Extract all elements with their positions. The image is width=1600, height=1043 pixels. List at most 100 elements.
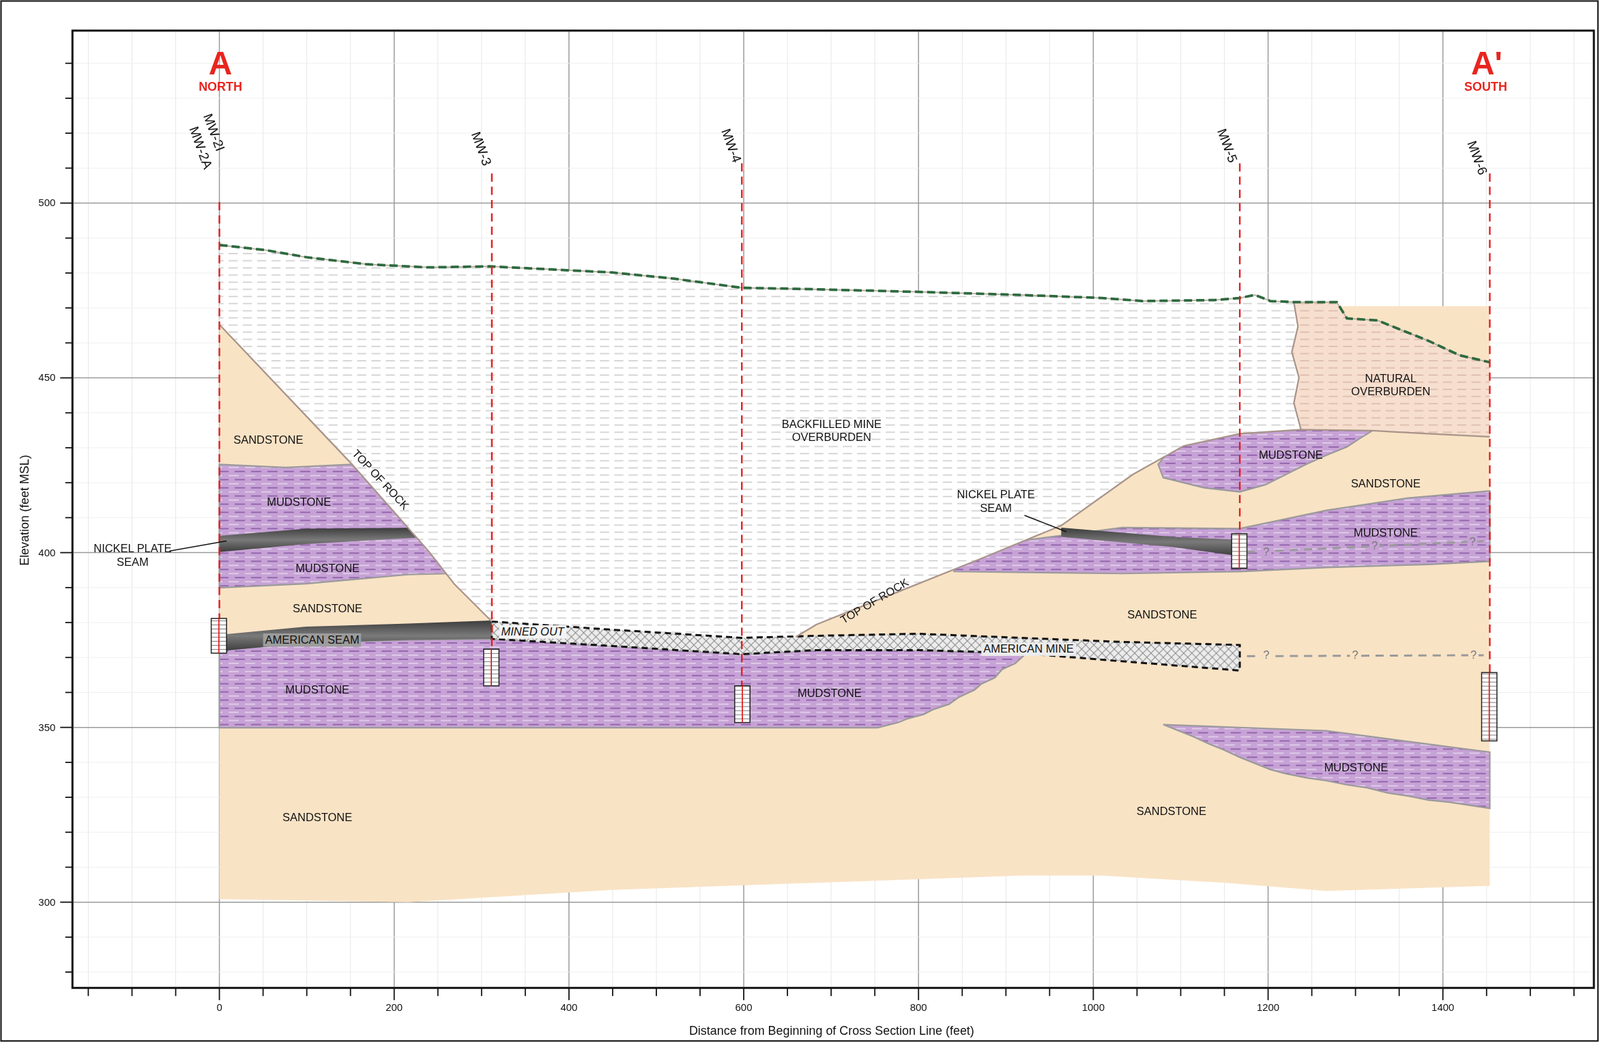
axis-tick (65, 62, 73, 65)
overburden-boundary (1291, 302, 1301, 430)
axis-tick (65, 586, 73, 589)
axis-tick (65, 936, 73, 938)
backfilled-overburden (219, 244, 1302, 638)
mudstone-unit (219, 638, 1026, 728)
axis-tick (786, 987, 789, 996)
axis-tick (481, 987, 483, 996)
axis-tick (65, 481, 73, 484)
axis-tick (1005, 987, 1007, 996)
well-screens (211, 533, 1497, 741)
axis-tick (65, 866, 73, 868)
unit-label: MUDSTONE (1258, 448, 1323, 462)
unit-label: AMERICAN SEAM (263, 633, 362, 647)
inferred-contact (1247, 540, 1491, 552)
grid-line (73, 971, 1594, 973)
axis-tick (568, 987, 570, 1000)
grid-line (73, 237, 1594, 239)
axis-tick-label: 1000 (1082, 1000, 1105, 1013)
well-id: MW-4 (717, 126, 744, 166)
mined-out-zone (491, 621, 1240, 671)
axis-tick (350, 987, 352, 996)
axis-tick (655, 987, 658, 996)
axis-tick (1048, 987, 1051, 996)
axis-tick (65, 132, 73, 134)
unit-label: MUDSTONE (295, 561, 360, 575)
grid-line (73, 167, 1594, 169)
axis-tick (60, 202, 73, 205)
axis-tick (1355, 987, 1357, 996)
axis-tick (699, 987, 701, 996)
axis-tick (1573, 987, 1575, 996)
axis-tick-label: 400 (560, 1000, 578, 1013)
axis-tick (917, 987, 920, 1000)
coal-seam (219, 620, 492, 651)
axis-tick (65, 691, 73, 694)
grid-line (73, 936, 1594, 937)
coal-seam (1060, 527, 1240, 557)
section-direction: SOUTH (1464, 80, 1508, 95)
unit-label: NICKEL PLATE SEAM (86, 541, 179, 568)
unit-label: MUDSTONE (285, 682, 350, 696)
axis-tick (961, 987, 963, 996)
screen-centerlines (219, 533, 1490, 741)
axis-tick (131, 987, 134, 996)
axis-tick (65, 796, 73, 798)
section-letter: A' (1471, 44, 1503, 82)
axis-tick-label: 1400 (1431, 1000, 1454, 1013)
mudstone-unit (1163, 724, 1491, 809)
axis-tick (65, 761, 73, 763)
axis-tick-label: 200 (385, 1000, 403, 1013)
axis-title: Distance from Beginning of Cross Section… (689, 1024, 975, 1039)
axis-tick-label: 800 (910, 1000, 928, 1013)
contact-label: TOP OF ROCK (837, 575, 911, 626)
grid-line (88, 31, 89, 986)
axis-tick (830, 987, 832, 996)
unit-label: MUDSTONE (1324, 760, 1389, 774)
coal-seam (219, 527, 434, 552)
axis-tick (65, 412, 73, 414)
unit-label: NATURAL OVERBURDEN (1342, 371, 1439, 398)
axis-tick (612, 987, 614, 996)
top-of-rock-line (796, 429, 1491, 637)
section-direction: NORTH (198, 80, 243, 95)
axis-tick-label: 300 (38, 895, 56, 908)
axis-tick (1311, 987, 1313, 996)
unit-label: NICKEL PLATE SEAM (949, 487, 1042, 514)
unit-label: SANDSTONE (292, 601, 363, 615)
unit-label: SANDSTONE (1136, 804, 1207, 818)
axis-tick-label: 350 (38, 721, 56, 733)
grid-line (73, 62, 1594, 64)
plot-frame (72, 30, 1594, 988)
unit-label: SANDSTONE (233, 433, 303, 447)
axis-tick (65, 272, 73, 274)
grid-line (175, 31, 177, 986)
axis-tick (65, 97, 73, 99)
axis-tick (1092, 987, 1094, 1000)
axis-tick-label: 450 (38, 371, 56, 384)
axis-tick (65, 341, 73, 344)
axis-tick (65, 237, 73, 239)
axis-tick (874, 987, 876, 996)
axis-tick (175, 987, 177, 996)
axis-tick (1442, 987, 1444, 1000)
contact-label: TOP OF ROCK (349, 446, 412, 512)
axis-tick (1224, 987, 1226, 996)
uncertainty-mark: ? (1260, 648, 1272, 662)
well-id: MW-6 (1463, 139, 1491, 178)
axis-tick (60, 377, 73, 379)
axis-tick (262, 987, 265, 996)
axis-tick-label: 1200 (1256, 1000, 1280, 1013)
well-id: MW-3 (467, 129, 494, 168)
unit-label: MUDSTONE (266, 495, 331, 509)
uncertainty-mark: ? (1349, 648, 1360, 662)
unit-label: MUDSTONE (797, 686, 862, 700)
axis-tick (65, 167, 73, 169)
unit-label: SANDSTONE (1350, 476, 1421, 490)
axis-tick (1398, 987, 1401, 996)
axis-tick (1267, 987, 1270, 1000)
axis-tick-label: 400 (38, 546, 56, 559)
axis-tick (743, 987, 745, 1000)
